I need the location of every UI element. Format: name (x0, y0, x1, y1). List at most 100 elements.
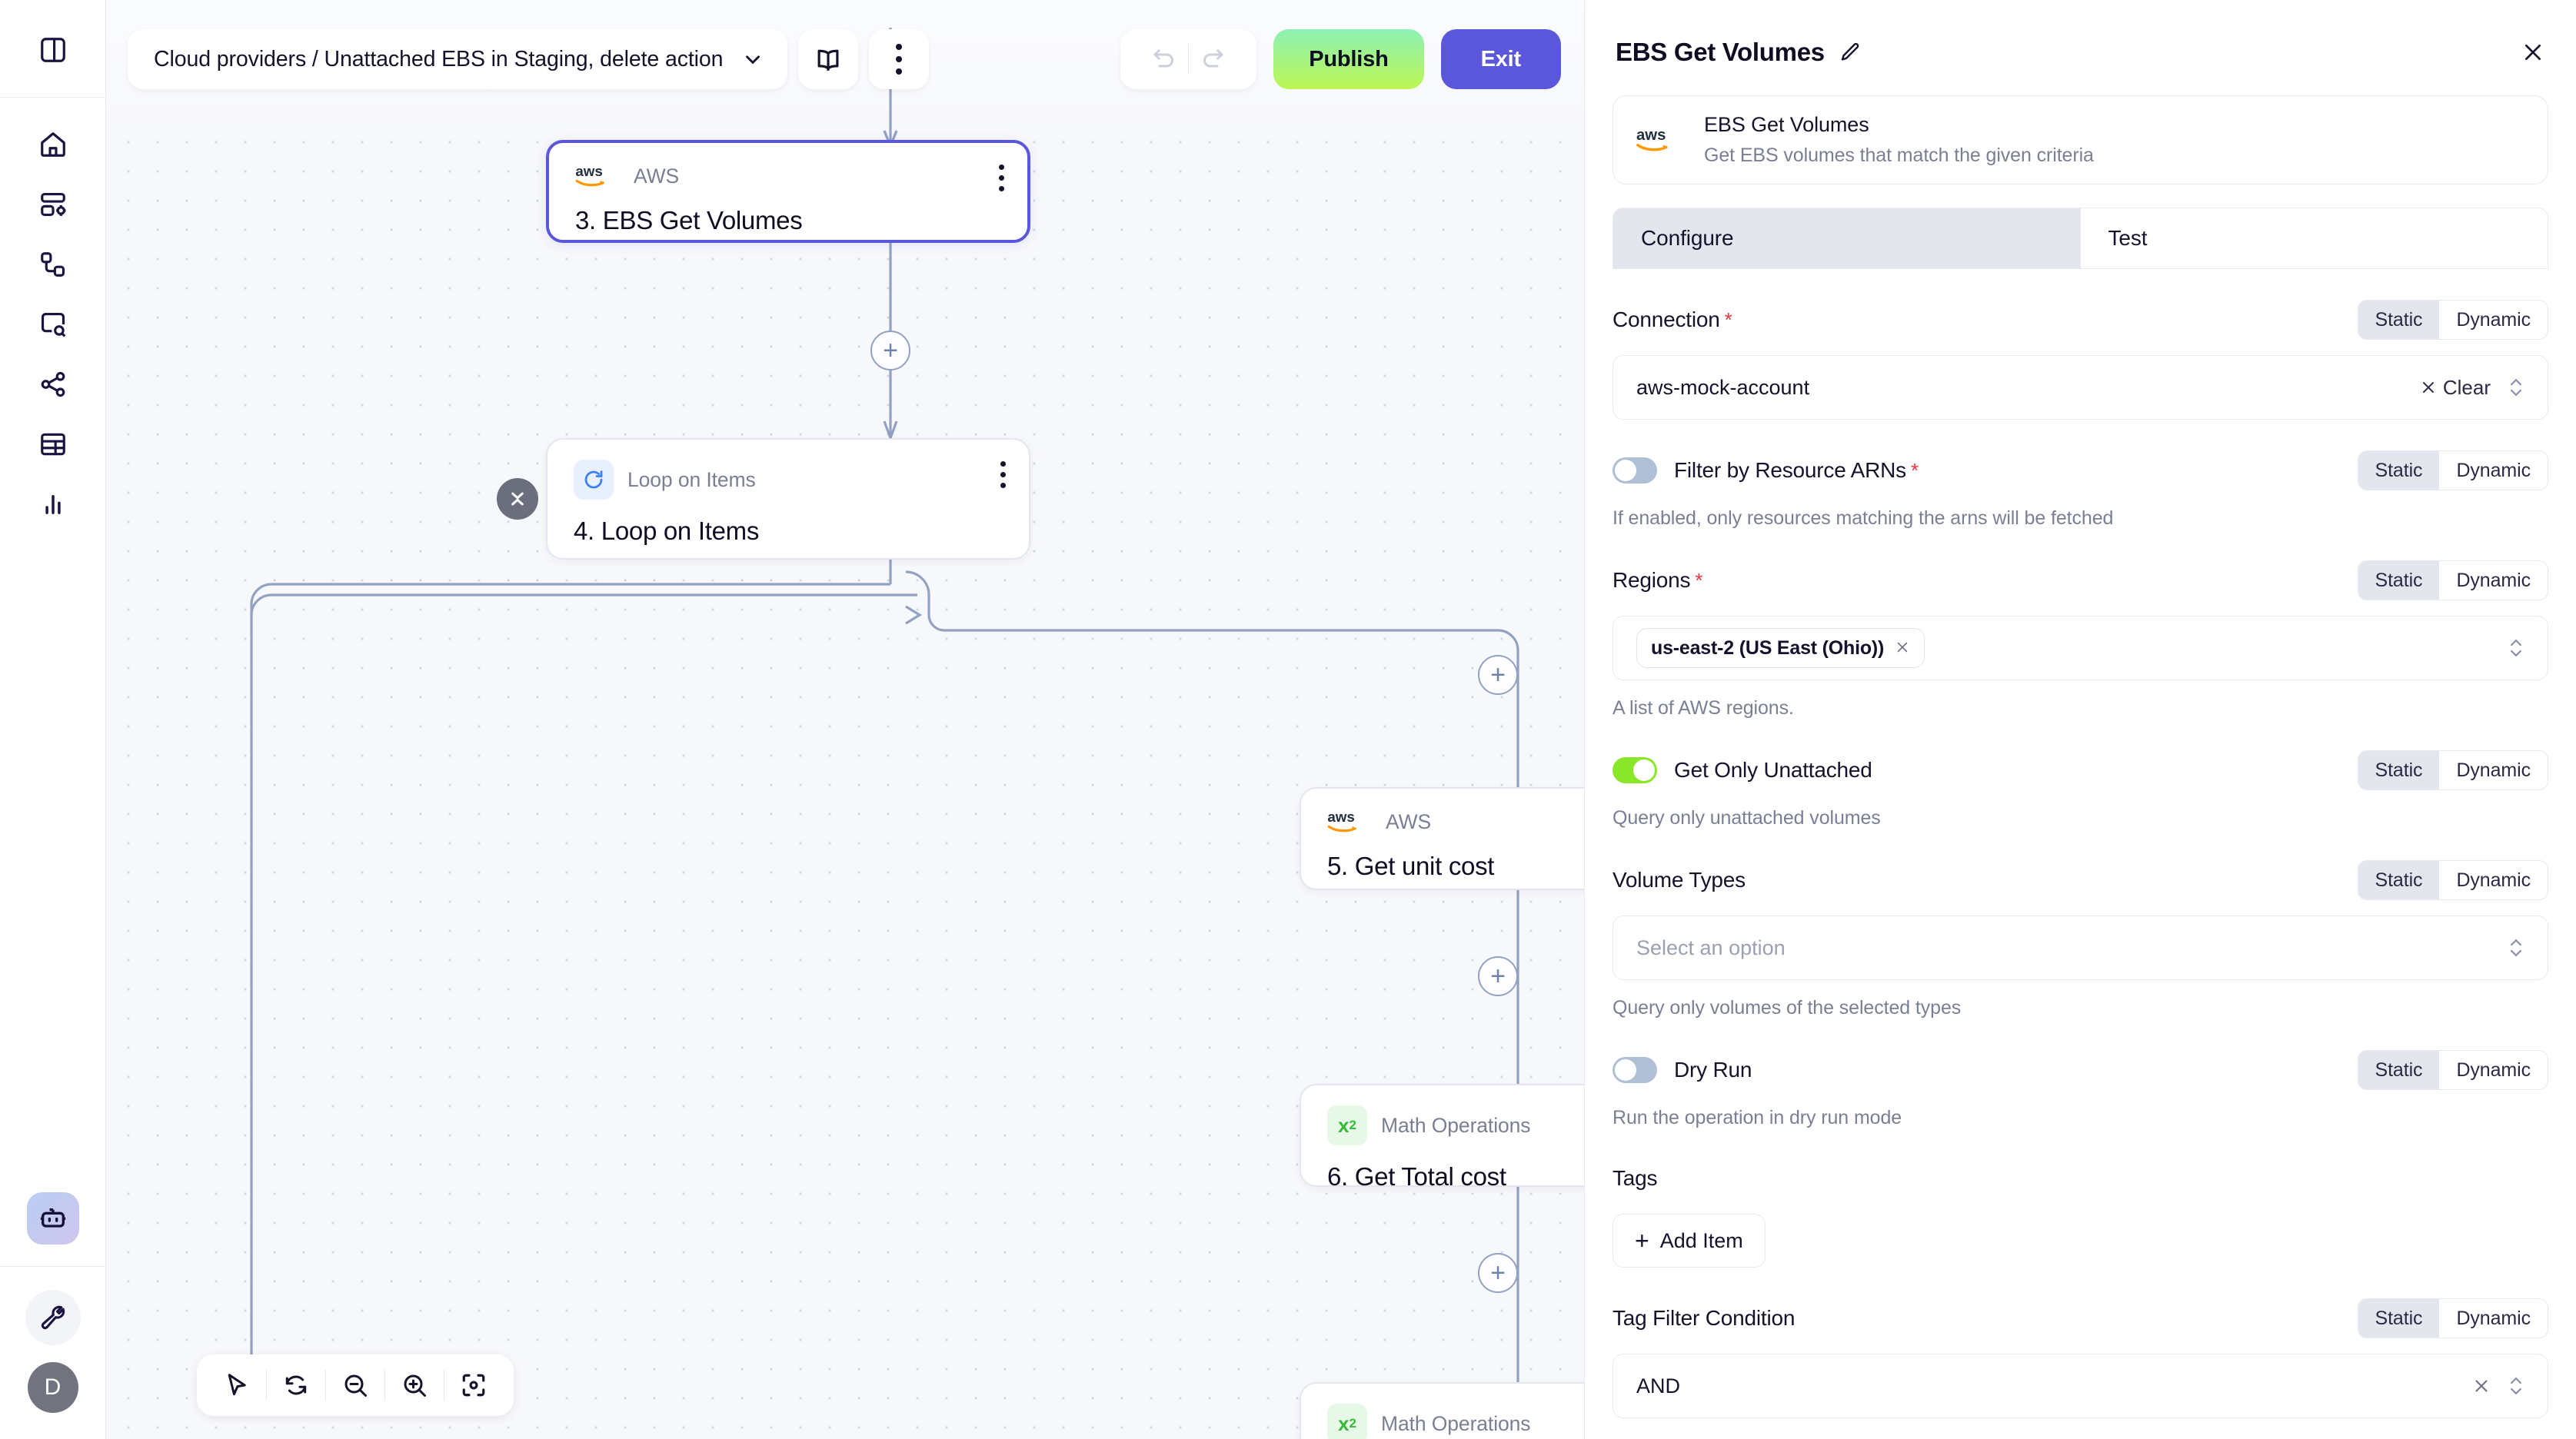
connection-controls: Clear (2420, 374, 2524, 400)
dry-run-mode-toggle[interactable]: Static Dynamic (2357, 1050, 2548, 1090)
workflow-node-loop-on-items[interactable]: Loop on Items 4. Loop on Items (546, 438, 1030, 560)
sidebar-toggle-icon[interactable] (23, 20, 83, 80)
tag-filter-mode-toggle[interactable]: Static Dynamic (2357, 1298, 2548, 1338)
mode-dynamic[interactable]: Dynamic (2456, 759, 2531, 781)
nodes-icon[interactable] (23, 234, 83, 294)
operation-card: aws EBS Get Volumes Get EBS volumes that… (1612, 95, 2548, 184)
mode-static[interactable]: Static (2358, 861, 2440, 899)
kebab-menu-icon[interactable] (869, 29, 930, 89)
add-step-button-2[interactable]: + (1478, 655, 1518, 695)
cursor-icon[interactable] (208, 1354, 266, 1416)
node-title: 5. Get unit cost (1327, 852, 1495, 880)
exit-button[interactable]: Exit (1440, 29, 1561, 89)
remove-chip-icon[interactable] (1895, 636, 1910, 660)
dry-run-toggle[interactable] (1612, 1057, 1657, 1083)
node-title: 4. Loop on Items (574, 517, 760, 545)
filter-arns-hint: If enabled, only resources matching the … (1612, 507, 2114, 529)
connection-label: Connection (1612, 307, 1720, 331)
mode-static[interactable]: Static (2358, 561, 2440, 600)
add-item-button[interactable]: + Add Item (1612, 1214, 1766, 1268)
toolbar-divider (325, 1370, 326, 1401)
regions-multiselect[interactable]: us-east-2 (US East (Ohio)) (1612, 616, 2548, 680)
filter-arns-toggle[interactable] (1612, 457, 1657, 484)
mode-static[interactable]: Static (2358, 451, 2440, 490)
mode-dynamic[interactable]: Dynamic (2456, 869, 2531, 891)
add-step-button-1[interactable]: + (870, 331, 910, 371)
page-title: EBS Get Volumes (1616, 38, 1825, 66)
robot-icon[interactable] (26, 1192, 79, 1245)
plus-icon: + (1635, 1227, 1649, 1255)
workflow-node-get-unit-cost[interactable]: aws AWS 5. Get unit cost (1300, 787, 1584, 890)
node-menu-icon[interactable] (1000, 461, 1006, 488)
mode-static[interactable]: Static (2358, 301, 2440, 339)
chevron-updown-icon[interactable] (2508, 935, 2524, 961)
focus-icon[interactable] (444, 1354, 503, 1416)
undo-icon[interactable] (1140, 29, 1188, 89)
book-icon[interactable] (798, 29, 859, 89)
add-step-button-4[interactable]: + (1478, 1253, 1518, 1293)
mode-dynamic[interactable]: Dynamic (2456, 459, 2531, 481)
tab-test[interactable]: Test (2108, 226, 2148, 250)
field-volume-types-header: Volume Types Static Dynamic (1612, 860, 2548, 900)
publish-button[interactable]: Publish (1273, 29, 1424, 89)
chevron-updown-icon[interactable] (2508, 635, 2524, 661)
breadcrumb-selector[interactable]: Cloud providers / Unattached EBS in Stag… (128, 29, 788, 89)
zoom-in-icon[interactable] (385, 1354, 444, 1416)
mode-static[interactable]: Static (2358, 1299, 2440, 1338)
bar-chart-icon[interactable] (23, 474, 83, 534)
pencil-icon[interactable] (1839, 41, 1862, 64)
workflow-node-ebs-get-volumes[interactable]: aws AWS 3. EBS Get Volumes (546, 140, 1030, 243)
mode-static[interactable]: Static (2358, 1051, 2440, 1089)
add-item-label: Add Item (1659, 1228, 1743, 1252)
regions-mode-toggle[interactable]: Static Dynamic (2357, 560, 2548, 600)
connection-mode-toggle[interactable]: Static Dynamic (2357, 300, 2548, 340)
breadcrumb: Cloud providers / Unattached EBS in Stag… (154, 46, 724, 71)
chevron-updown-icon[interactable] (2508, 1373, 2524, 1399)
collapse-icon[interactable] (497, 478, 538, 520)
home-icon[interactable] (23, 115, 83, 174)
mode-dynamic[interactable]: Dynamic (2456, 1307, 2531, 1329)
add-step-button-3[interactable]: + (1478, 956, 1518, 996)
share-icon[interactable] (23, 354, 83, 414)
canvas-bottom-toolbar (197, 1354, 514, 1416)
node-header: aws AWS (1327, 809, 1584, 835)
get-only-unattached-toggle[interactable] (1612, 757, 1657, 783)
mode-static[interactable]: Static (2358, 751, 2440, 789)
avatar[interactable]: D (27, 1362, 78, 1413)
layout-settings-icon[interactable] (23, 174, 83, 234)
wrench-icon[interactable] (25, 1290, 81, 1345)
field-get-only-unattached-header: Get Only Unattached Static Dynamic (1612, 750, 2548, 790)
filter-arns-mode-toggle[interactable]: Static Dynamic (2357, 450, 2548, 490)
volume-types-select[interactable]: Select an option (1612, 916, 2548, 980)
chevron-updown-icon[interactable] (2508, 374, 2524, 400)
tag-filter-condition-label: Tag Filter Condition (1612, 1306, 1796, 1330)
volume-types-hint: Query only volumes of the selected types (1612, 997, 1962, 1019)
volume-types-mode-toggle[interactable]: Static Dynamic (2357, 860, 2548, 900)
tag-filter-controls (2472, 1373, 2524, 1399)
workflow-canvas[interactable]: Cloud providers / Unattached EBS in Stag… (106, 0, 1584, 1439)
node-menu-icon[interactable] (999, 165, 1004, 191)
mode-dynamic[interactable]: Dynamic (2456, 569, 2531, 591)
table-icon[interactable] (23, 414, 83, 474)
svg-text:aws: aws (1636, 127, 1666, 144)
tag-filter-condition-select[interactable]: AND (1612, 1354, 2548, 1418)
rail-divider (0, 97, 106, 98)
mode-dynamic[interactable]: Dynamic (2456, 308, 2531, 331)
mode-dynamic[interactable]: Dynamic (2456, 1058, 2531, 1081)
region-chip[interactable]: us-east-2 (US East (Ohio)) (1636, 628, 1925, 668)
chevron-down-icon (741, 48, 764, 71)
refresh-icon[interactable] (267, 1354, 325, 1416)
zoom-out-icon[interactable] (326, 1354, 384, 1416)
search-box-icon[interactable] (23, 294, 83, 354)
filter-arns-label: Filter by Resource ARNs (1674, 458, 1906, 482)
close-icon[interactable] (2521, 40, 2545, 65)
node-header: aws AWS (575, 163, 1004, 189)
clear-button[interactable]: Clear (2420, 376, 2491, 400)
get-only-unattached-mode-toggle[interactable]: Static Dynamic (2357, 750, 2548, 790)
clear-icon[interactable] (2472, 1377, 2491, 1395)
tab-configure[interactable]: Configure (1613, 208, 2081, 268)
redo-icon[interactable] (1189, 29, 1236, 89)
connection-select[interactable]: aws-mock-account Clear (1612, 355, 2548, 420)
